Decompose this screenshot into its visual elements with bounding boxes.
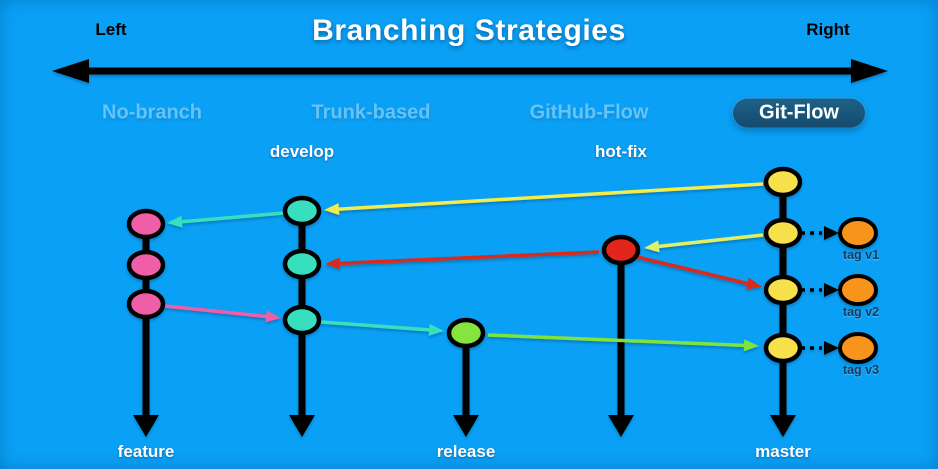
branch-arrowhead-release-icon — [453, 415, 479, 437]
arrowhead-merge-feature-to-develop-icon — [265, 310, 281, 323]
tag-dot-1 — [838, 217, 878, 249]
timeline-left-arrowhead-icon — [52, 59, 89, 83]
branch-arrowhead-master-icon — [770, 415, 796, 437]
strategy-option-github-flow[interactable]: GitHub-Flow — [529, 101, 649, 124]
arrow-branch-master-to-develop — [338, 182, 764, 211]
arrow-merge-release-to-master — [487, 333, 745, 348]
arrow-merge-hotfix-to-develop — [339, 250, 600, 266]
arrowhead-branch-develop-to-release-icon — [428, 323, 444, 336]
commit-dot-master-2 — [763, 217, 803, 249]
branch-arrowhead-hot-fix-icon — [608, 415, 634, 437]
arrowhead-merge-release-to-master-icon — [743, 339, 759, 352]
arrowhead-merge-develop-to-feature-icon — [167, 215, 183, 228]
tag-v2-label: tag v2 — [842, 305, 880, 319]
feature-branch-label: feature — [117, 442, 175, 461]
commit-dot-develop-1 — [282, 195, 322, 227]
tag-dot-2 — [838, 274, 878, 306]
develop-branch-label: develop — [269, 142, 335, 161]
arrowhead-merge-hotfix-to-master-icon — [746, 277, 762, 290]
tag-v3-label: tag v3 — [842, 363, 880, 377]
arrow-merge-hotfix-to-master — [636, 255, 748, 286]
tag-v1-label: tag v1 — [842, 248, 880, 262]
arrowhead-branch-master-to-develop-icon — [324, 203, 340, 216]
branch-arrowhead-develop-icon — [289, 415, 315, 437]
tag-arrowhead-1-icon — [824, 226, 839, 240]
tag-dot-3 — [838, 332, 878, 364]
release-branch-label: release — [436, 442, 496, 461]
commit-dot-master-4 — [763, 332, 803, 364]
tag-arrowhead-2-icon — [824, 283, 839, 297]
page-title: Branching Strategies — [312, 14, 626, 47]
commit-dot-feature-1 — [126, 208, 166, 240]
strategy-option-git-flow[interactable]: Git-Flow — [733, 98, 865, 128]
arrow-merge-develop-to-feature — [181, 211, 285, 224]
commit-dot-master-3 — [763, 274, 803, 306]
axis-right-label: Right — [806, 20, 850, 39]
commit-dot-develop-3 — [282, 304, 322, 336]
arrowhead-branch-master-to-hotfix-icon — [644, 240, 660, 253]
hotfix-branch-label: hot-fix — [595, 142, 647, 161]
arrow-branch-master-to-hotfix — [658, 233, 764, 249]
commit-dot-develop-2 — [282, 248, 322, 280]
timeline-right-arrowhead-icon — [851, 59, 888, 83]
commit-dot-release-1 — [446, 317, 486, 349]
strategy-option-trunk-based[interactable]: Trunk-based — [311, 101, 431, 124]
commit-dot-master-1 — [763, 166, 803, 198]
master-branch-label: master — [755, 442, 811, 461]
axis-left-label: Left — [95, 20, 127, 39]
arrowhead-merge-hotfix-to-develop-icon — [325, 257, 341, 270]
arrow-branch-develop-to-release — [320, 320, 430, 332]
arrow-merge-feature-to-develop — [164, 304, 267, 319]
tag-arrowhead-3-icon — [824, 341, 839, 355]
branch-arrowhead-feature-icon — [133, 415, 159, 437]
commit-dot-hot-fix-1 — [601, 234, 641, 266]
commit-dot-feature-2 — [126, 249, 166, 281]
commit-dot-feature-3 — [126, 288, 166, 320]
strategy-option-no-branch[interactable]: No-branch — [102, 101, 202, 124]
